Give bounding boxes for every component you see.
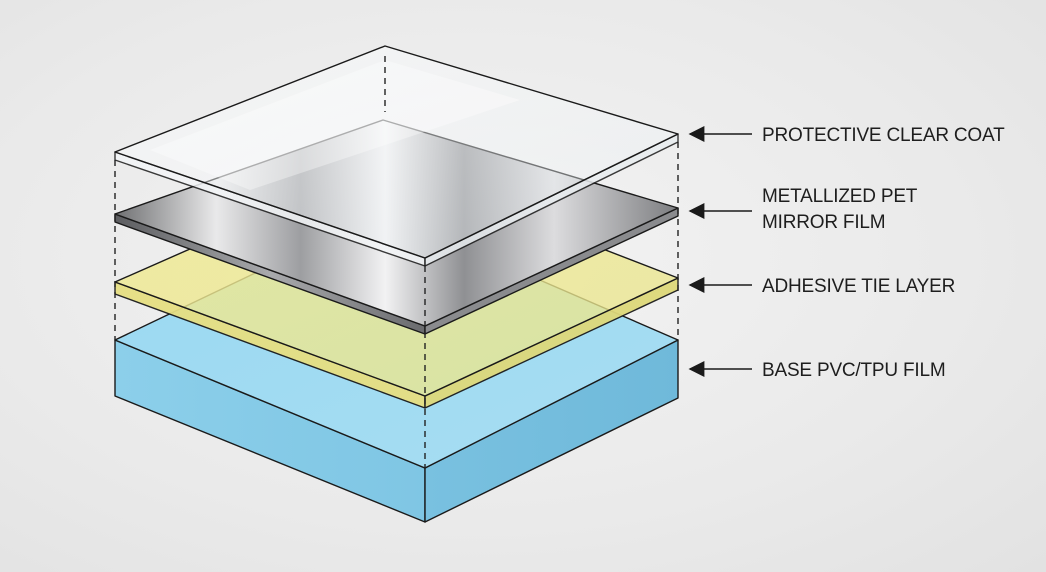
- label-metallized-line-1: METALLIZED PET: [762, 186, 918, 207]
- alignment-guides: [114, 56, 679, 468]
- layer-labels: PROTECTIVE CLEAR COAT METALLIZED PET MIR…: [762, 125, 1005, 381]
- protective-layer: [114, 45, 679, 267]
- label-metallized-line-2: MIRROR FILM: [762, 212, 885, 233]
- callout-arrows: [688, 126, 752, 377]
- label-adhesive-tie-layer: ADHESIVE TIE LAYER: [762, 276, 955, 297]
- label-base-film: BASE PVC/TPU FILM: [762, 360, 945, 381]
- label-protective-clear-coat: PROTECTIVE CLEAR COAT: [762, 125, 1005, 146]
